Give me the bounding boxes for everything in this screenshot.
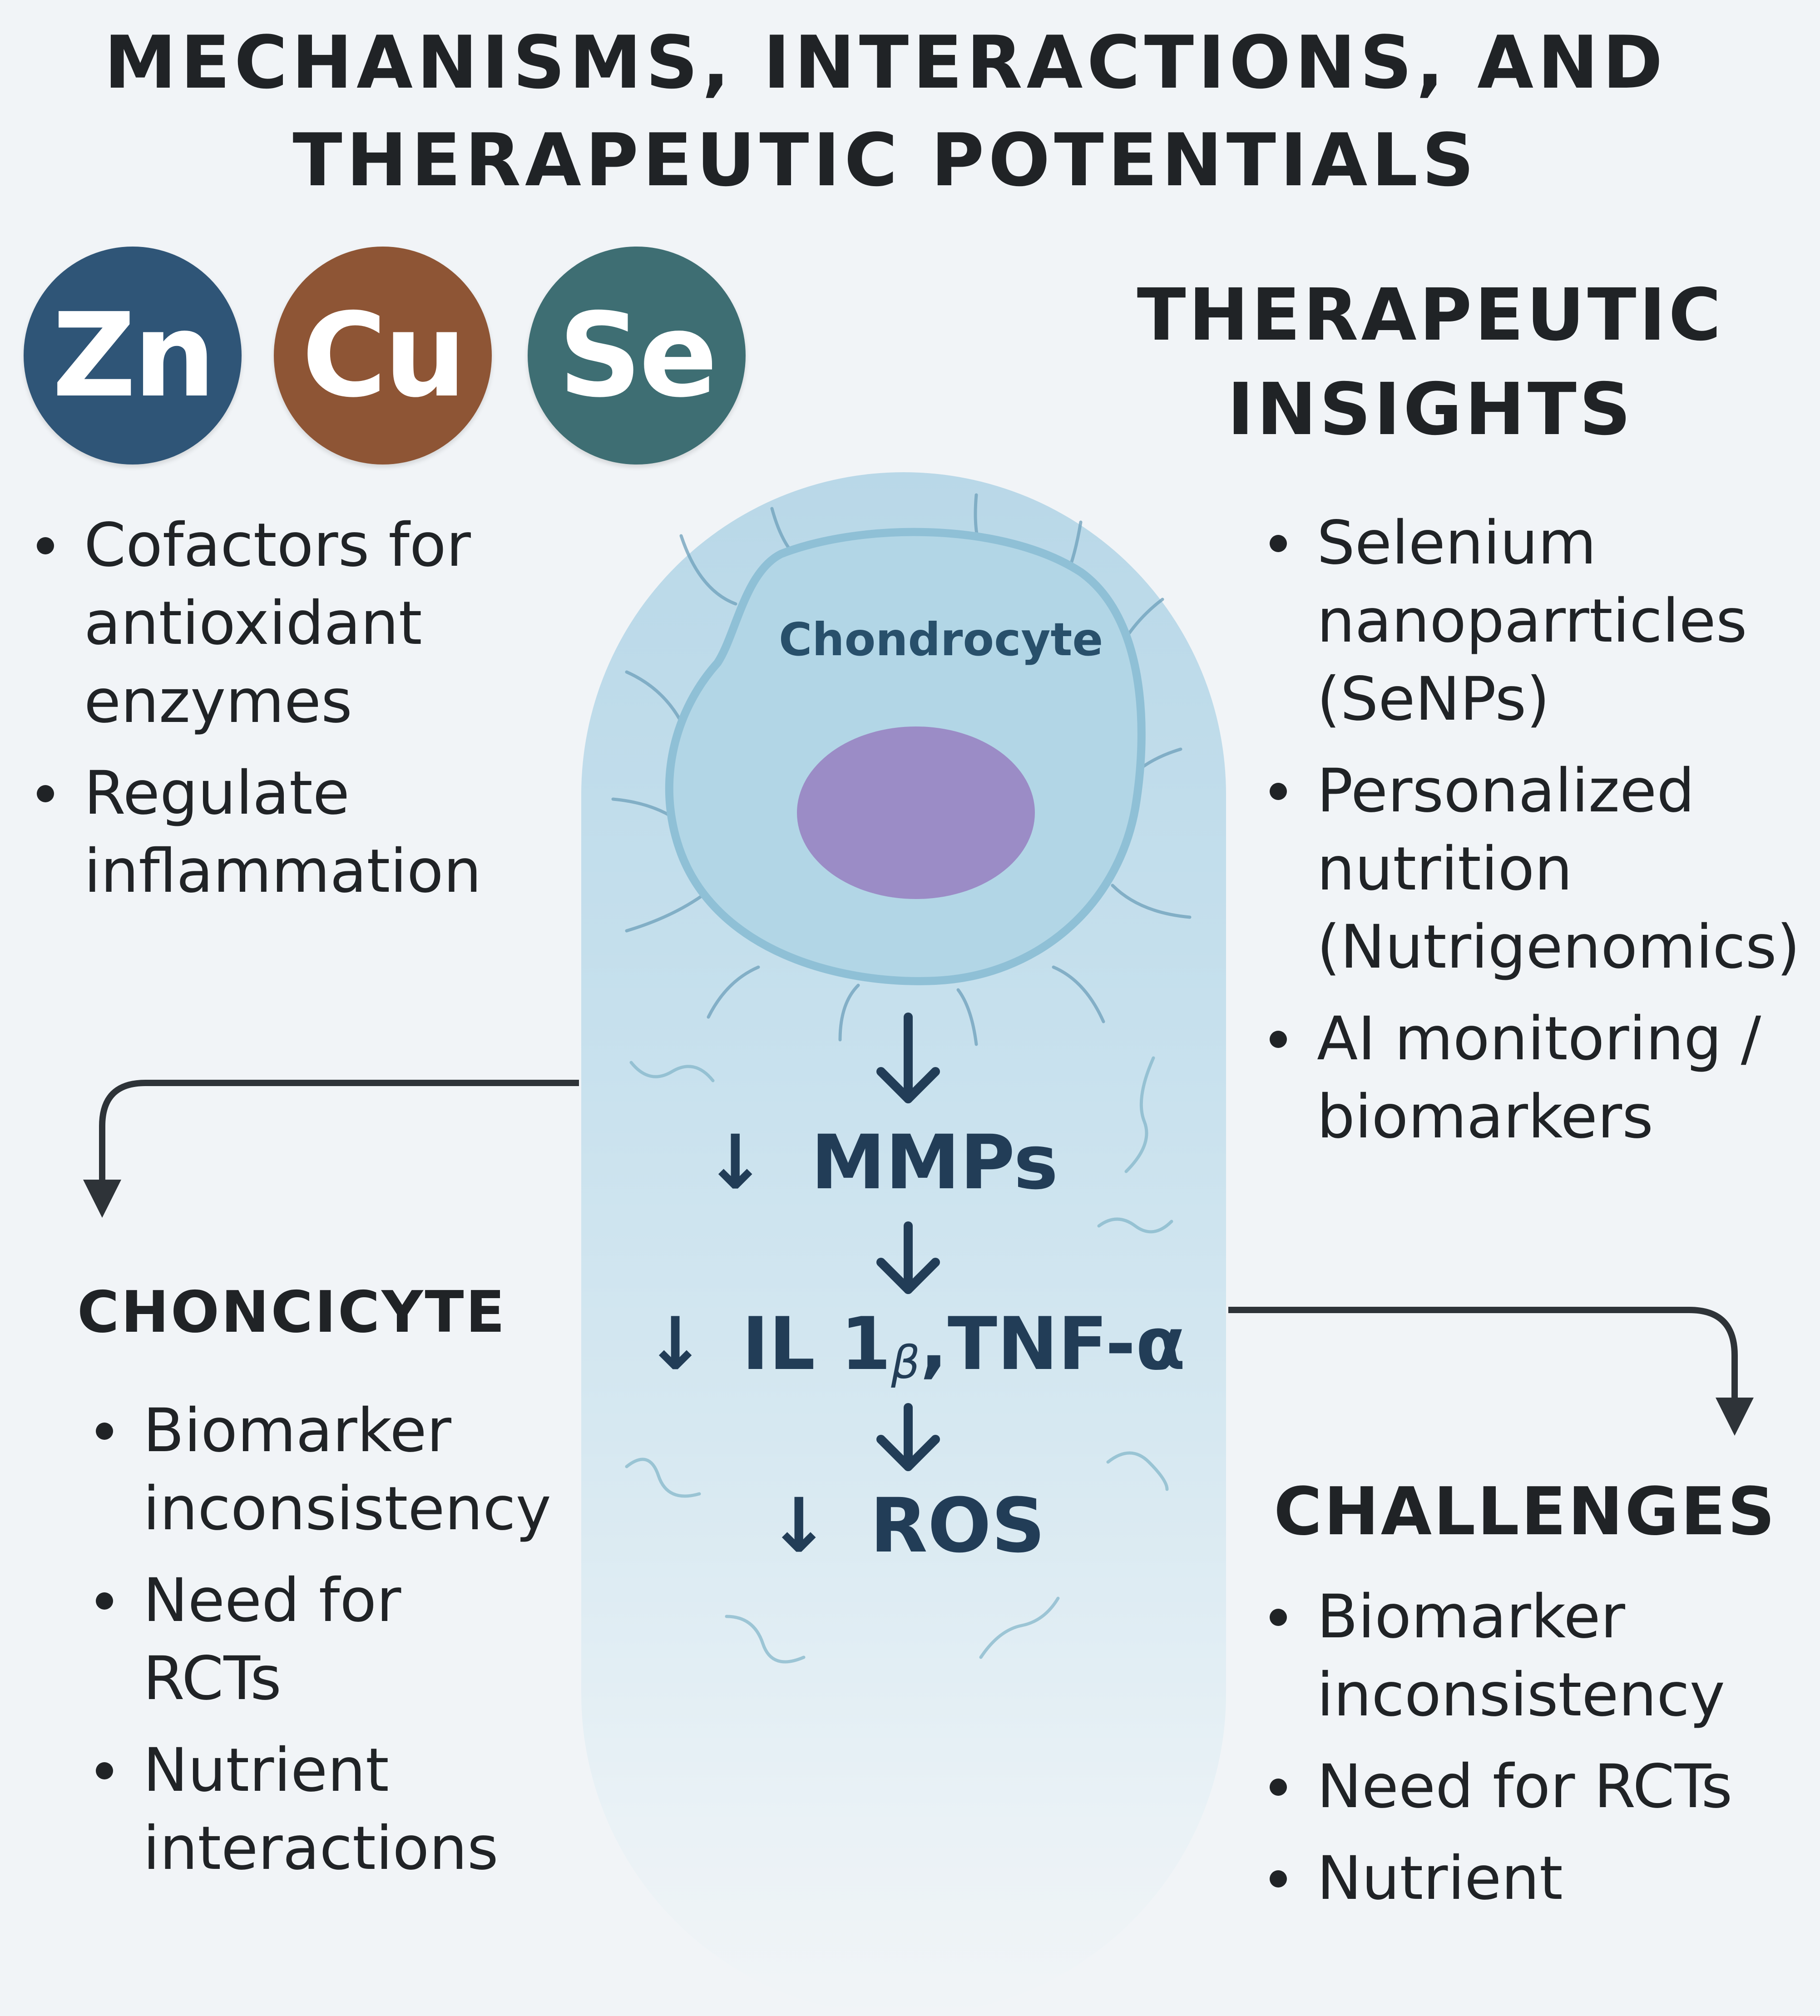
cascade-ros: ↓ ROS (767, 1480, 1045, 1571)
down-arrow-icon: ↓ (704, 1119, 767, 1206)
cell-nucleus (797, 726, 1035, 899)
title-line-1: MECHANISMS, INTERACTIONS, AND (104, 20, 1667, 105)
title-line-2: THERAPEUTIC POTENTIALS (292, 118, 1479, 203)
challenges-list: Biomarker inconsistency Need for RCTs Nu… (1258, 1578, 1816, 1931)
cytokine-label: IL 1β,TNF-α (742, 1301, 1186, 1389)
list-item: Nutrient (1258, 1839, 1816, 1917)
down-arrow-icon: ↓ (645, 1301, 706, 1386)
matrix-fibers (625, 1056, 1173, 1664)
left-section-heading: CHONCICYTE (77, 1279, 507, 1345)
therapeutic-insights-list: Selenium nanoparrticles (SeNPs) Personal… (1258, 504, 1816, 1170)
copper-symbol: Cu (302, 288, 467, 423)
list-item: Biomarker inconsistency (84, 1392, 584, 1548)
diagram-graphics (83, 493, 1754, 1664)
selenium-badge: Se (528, 247, 746, 464)
page-title: MECHANISMS, INTERACTIONS, AND THERAPEUTI… (0, 14, 1771, 209)
cascade-cytokines: ↓ IL 1β,TNF-α (645, 1299, 1186, 1408)
challenges-heading: CHALLENGES (1274, 1473, 1777, 1550)
ros-label: ROS (870, 1482, 1045, 1569)
left-section-list: Biomarker inconsistency Need for RCTs Nu… (84, 1392, 584, 1901)
cell-label: Chondrocyte (779, 613, 1103, 666)
connector-to-left-section (83, 1080, 579, 1218)
list-item: AI monitoring / biomarkers (1258, 1000, 1816, 1156)
mmps-label: MMPs (811, 1119, 1058, 1206)
list-item: Need for RCTs (84, 1561, 584, 1718)
down-arrow-icon: ↓ (767, 1482, 831, 1569)
mechanisms-list: Cofactors for antioxidant enzymes Regula… (25, 506, 547, 924)
list-item: Cofactors for antioxidant enzymes (25, 506, 547, 741)
zinc-badge: Zn (24, 247, 242, 464)
list-item: Nutrient interactions (84, 1731, 584, 1888)
connector-to-challenges (1228, 1307, 1754, 1436)
list-item: Biomarker inconsistency (1258, 1578, 1816, 1734)
cascade-mmps: ↓ MMPs (704, 1117, 1058, 1208)
selenium-symbol: Se (558, 288, 718, 423)
list-item: Personalized nutrition (Nutrigenomics) (1258, 752, 1816, 986)
cascade-arrows (876, 1013, 940, 1471)
list-item: Need for RCTs (1258, 1748, 1816, 1826)
copper-badge: Cu (274, 247, 492, 464)
zinc-symbol: Zn (52, 288, 216, 423)
list-item: Regulate inflammation (25, 754, 547, 910)
therapeutic-insights-heading: THERAPEUTIC INSIGHTS (1137, 273, 1724, 451)
list-item: Selenium nanoparrticles (SeNPs) (1258, 504, 1816, 738)
